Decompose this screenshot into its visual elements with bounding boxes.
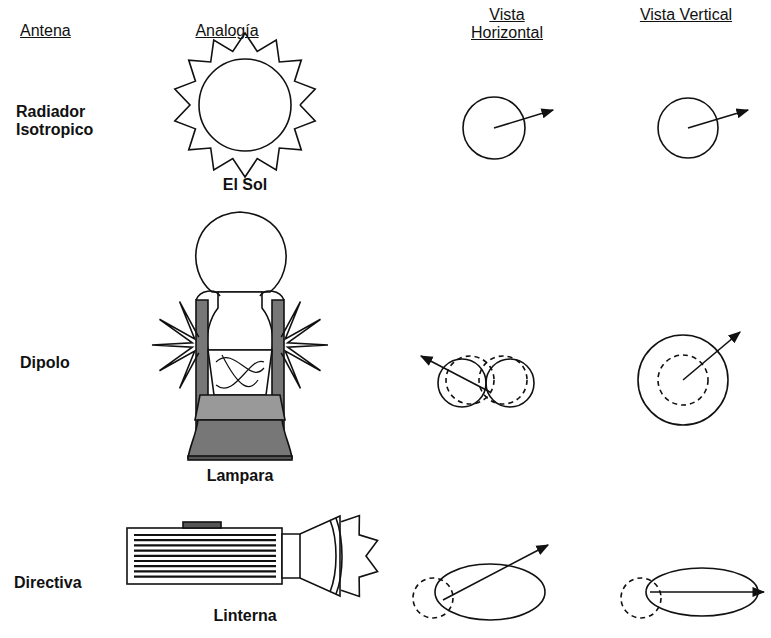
direction-arrow [683,332,740,380]
direction-arrow [443,545,548,600]
analogy-label: Linterna [190,607,300,625]
lamp-drawing [152,212,328,460]
dipole-lobe [438,359,486,407]
dipole-lobe-dashed [479,356,527,404]
sun-disc [199,59,291,151]
direction-arrow [494,110,553,128]
column-header: Vista Vertical [631,6,741,24]
flashlight-drawing [127,516,378,597]
analogy-label: Lampara [185,467,295,485]
column-header: Analogía [172,22,282,40]
column-header: Antena [20,22,110,40]
direction-arrow [650,591,764,593]
row-label: Radiador Isotropico [16,103,126,140]
row-label: Directiva [14,574,114,592]
column-header: Vista Horizontal [452,6,562,43]
direction-arrow [688,110,748,128]
analogy-label: El Sol [195,176,295,194]
sun-rays [175,33,315,177]
back-lobe-dashed [621,578,661,618]
row-label: Dipolo [20,354,120,372]
direction-arrow [421,356,490,392]
